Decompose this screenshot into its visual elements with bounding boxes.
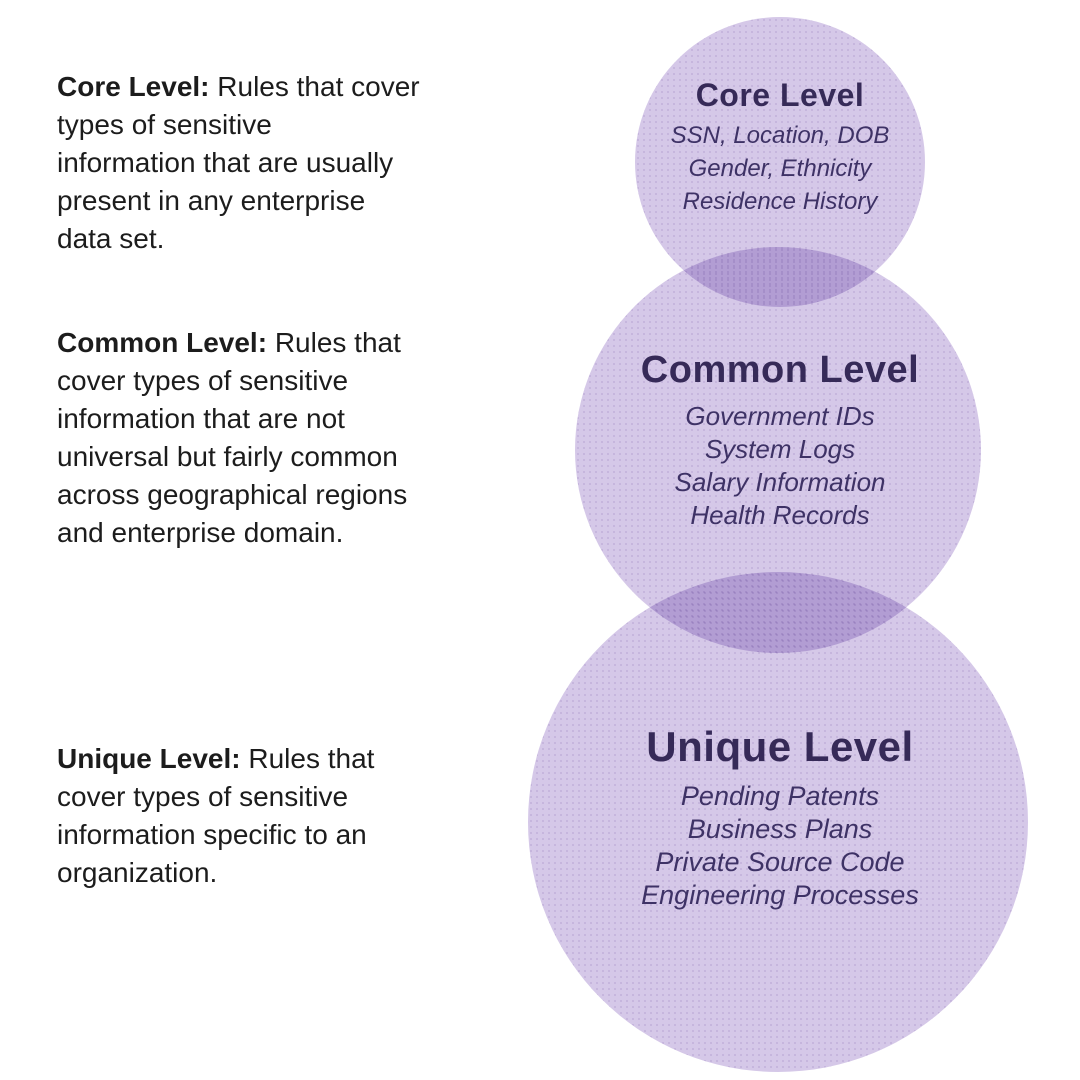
unique-level-circle-title: Unique Level (646, 723, 914, 770)
core-level-description-text: Rules that cover types of sensitive info… (57, 71, 420, 254)
core-level-circle-items: SSN, Location, DOB Gender, Ethnicity Res… (670, 122, 890, 216)
unique-level-description: Unique Level: Rules that cover types of … (57, 740, 497, 892)
unique-level-description-label: Unique Level: (57, 743, 241, 774)
common-level-circle-title: Common Level (640, 349, 920, 391)
core-level-description-label: Core Level: (57, 71, 210, 102)
unique-level-circle (528, 572, 1028, 1072)
unique-level-description-text: Rules that cover types of sensitive info… (57, 743, 375, 888)
common-level-description: Common Level: Rules that cover types of … (57, 324, 497, 552)
common-level-circle (575, 247, 981, 653)
core-level-description: Core Level: Rules that cover types of se… (57, 68, 497, 258)
common-level-description-text: Rules that cover types of sensitive info… (57, 327, 408, 548)
core-level-circle-text: Core Level SSN, Location, DOB Gender, Et… (550, 76, 1010, 218)
common-level-circle-text: Common Level Government IDs System Logs … (550, 348, 1010, 532)
common-level-circle-items: Government IDs System Logs Salary Inform… (674, 400, 886, 530)
core-level-circle (635, 17, 925, 307)
unique-level-circle-items: Pending Patents Business Plans Private S… (641, 781, 919, 911)
common-level-description-label: Common Level: (57, 327, 268, 358)
unique-level-circle-text: Unique Level Pending Patents Business Pl… (550, 722, 1010, 912)
core-level-circle-title: Core Level (695, 77, 865, 113)
